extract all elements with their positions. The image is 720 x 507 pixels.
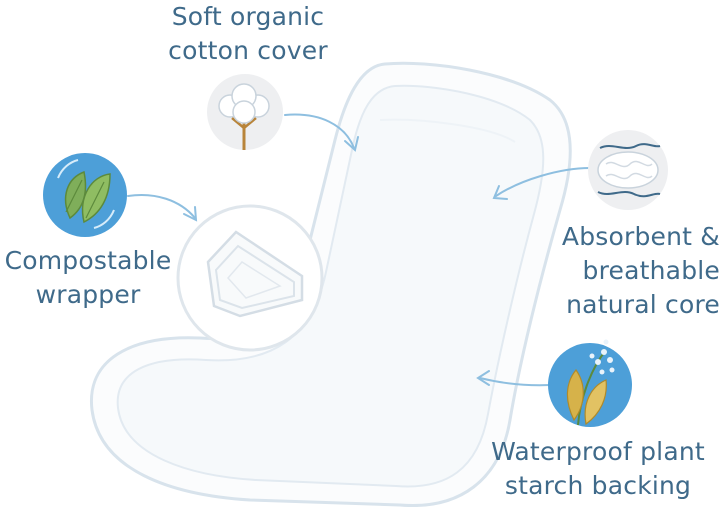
sanitary-pad [89, 61, 572, 507]
cotton-cover-label: Soft organic cotton cover [150, 0, 346, 68]
core-label-line-1: Absorbent & [561, 222, 720, 251]
core-badge [588, 130, 668, 210]
arrow-backing-head [476, 370, 490, 386]
backing-label-line-1: Waterproof plant [491, 437, 705, 466]
absorbent-core-label: Absorbent & breathable natural core [552, 220, 720, 322]
wheat-icon [566, 339, 615, 426]
core-label-line-2: breathable [582, 256, 720, 285]
arrow-wrapper [127, 194, 196, 219]
core-label-line-3: natural core [566, 290, 720, 319]
plant-backing-label: Waterproof plant starch backing [478, 435, 718, 503]
arrow-core [495, 167, 591, 197]
cotton-badge [207, 74, 283, 150]
backing-badge [548, 339, 632, 427]
wrapper-label-line-2: wrapper [35, 280, 141, 309]
arrow-cotton-head [344, 136, 359, 152]
leaves-icon [57, 159, 115, 229]
backing-label-line-2: starch backing [504, 471, 692, 500]
arrow-backing [479, 377, 551, 387]
arrow-cotton [284, 113, 355, 149]
cotton-flower-icon [218, 83, 270, 150]
cotton-label-line-1: Soft organic [171, 2, 325, 31]
compostable-wrapper-label: Compostable wrapper [0, 244, 176, 312]
pad-quilt-line [379, 118, 516, 143]
callout-arrows [127, 113, 591, 387]
arrow-wrapper-head [183, 206, 198, 222]
wrapper-magnifier [176, 204, 324, 352]
cotton-label-line-2: cotton cover [168, 36, 328, 65]
arrow-core-head [492, 185, 508, 200]
leaves-badge [43, 153, 127, 237]
absorbent-fibers-icon [597, 143, 661, 198]
wrapper-label-line-1: Compostable [4, 246, 172, 275]
